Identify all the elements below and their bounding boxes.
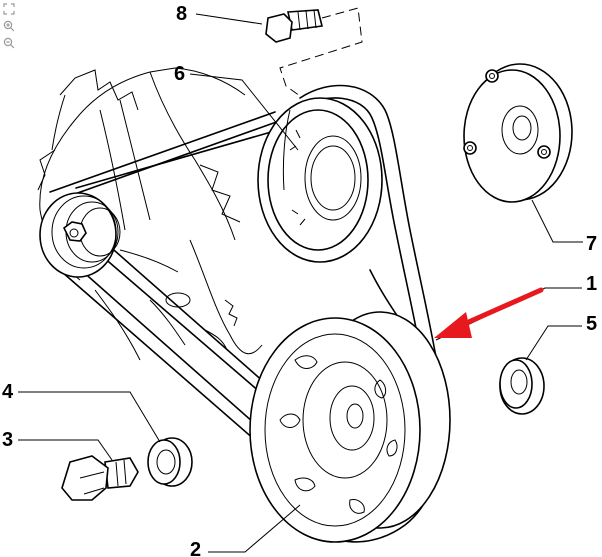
- callout-6: 6: [174, 63, 185, 85]
- part-7-cover[interactable]: [463, 63, 573, 203]
- part-8-guide-line: [279, 7, 363, 97]
- callout-labels: 8 6 7 1 5 4 3 2: [2, 3, 597, 557]
- zoom-out-icon[interactable]: [2, 36, 16, 50]
- part-8-bolt[interactable]: [265, 9, 323, 43]
- callout-5: 5: [586, 313, 597, 335]
- callout-8: 8: [176, 3, 187, 25]
- callout-2: 2: [190, 539, 201, 557]
- lower-drive-belt: [61, 235, 283, 441]
- alternator-pulley[interactable]: [39, 192, 121, 278]
- part-3-bolt[interactable]: [61, 455, 139, 501]
- red-pointer-arrow: [434, 287, 544, 338]
- alternator-body: [37, 67, 263, 361]
- pulley-2[interactable]: [249, 311, 451, 543]
- callout-7: 7: [586, 233, 597, 255]
- callout-1: 1: [586, 273, 597, 295]
- callout-3: 3: [2, 429, 13, 451]
- part-5-seal[interactable]: [499, 357, 545, 415]
- callout-4: 4: [2, 381, 14, 403]
- fit-screen-icon[interactable]: [2, 2, 16, 16]
- viewer-toolbar: [2, 2, 18, 50]
- upper-drive-belt: [49, 111, 286, 201]
- part-4-ring[interactable]: [147, 437, 193, 487]
- zoom-in-icon[interactable]: [2, 19, 16, 33]
